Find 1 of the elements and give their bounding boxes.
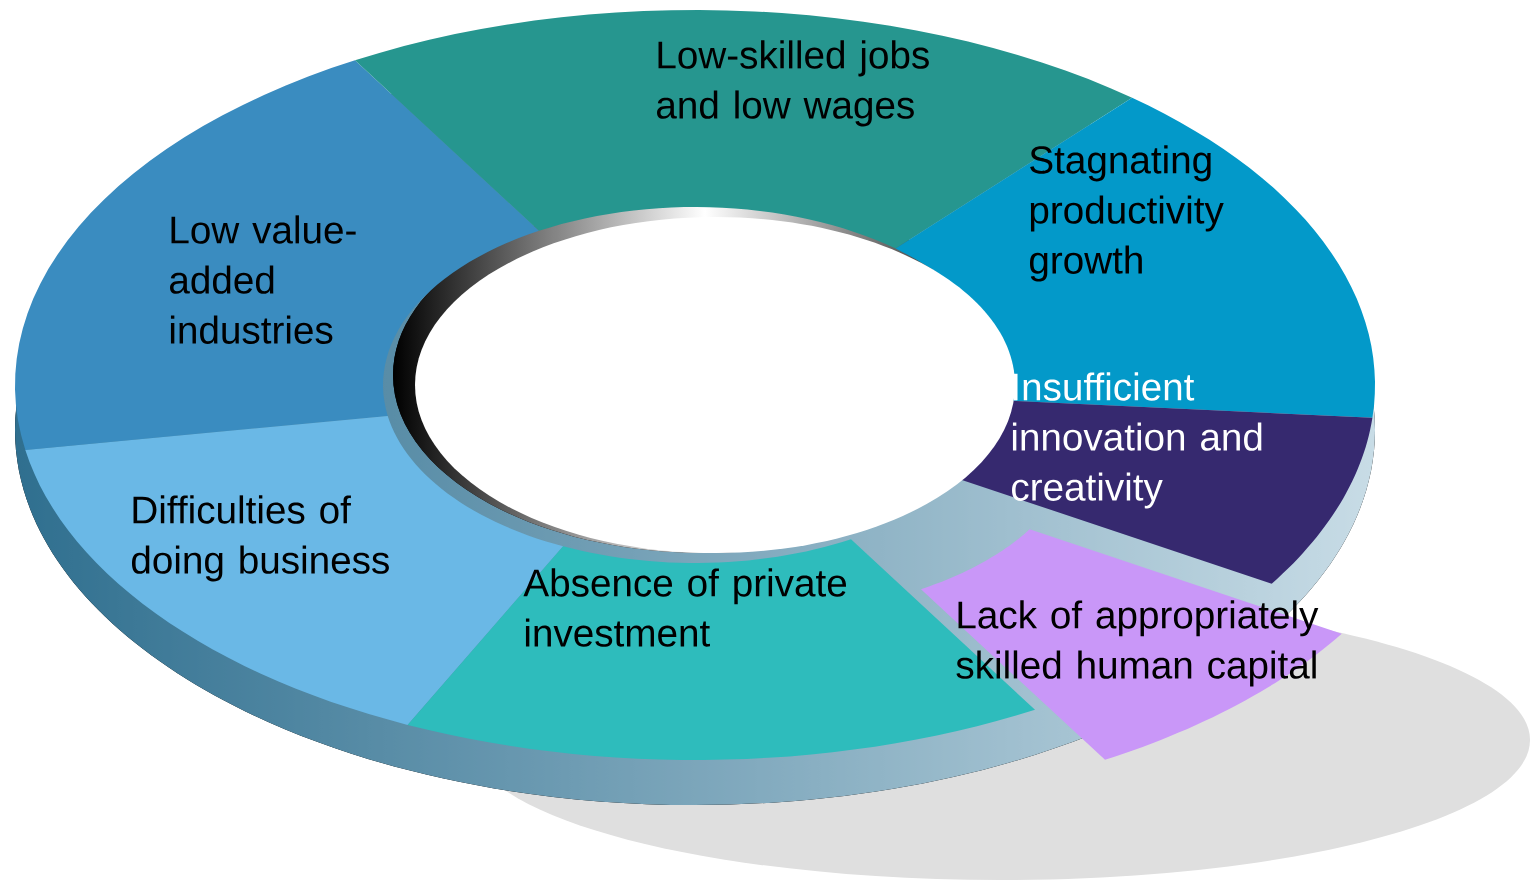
ring-segment: Low value-added industries (15, 60, 539, 451)
